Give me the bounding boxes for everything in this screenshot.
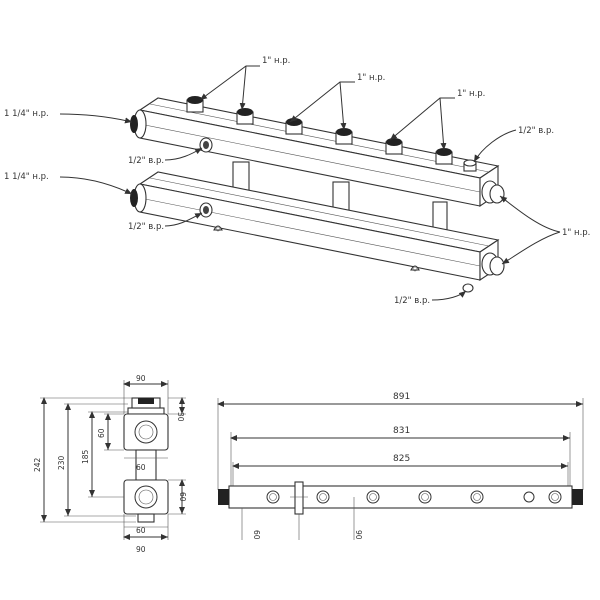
front-length-831: 831 bbox=[393, 426, 410, 436]
callout-nipple-b: 1" н.р. bbox=[357, 73, 385, 83]
nipple-4 bbox=[335, 128, 353, 145]
callout-outlet-right: 1" н.р. bbox=[562, 228, 590, 238]
callout-port-bottom-right: 1/2" в.р. bbox=[394, 296, 430, 306]
nipple-1 bbox=[186, 96, 204, 113]
upper-collector bbox=[130, 97, 505, 208]
side-view: 90 90 30 242 230 185 60 60 60 60 bbox=[33, 374, 187, 554]
inlet-top-left-thread-icon bbox=[130, 115, 138, 133]
front-offset-bracket: 90 bbox=[354, 530, 363, 540]
nipple-5 bbox=[385, 138, 403, 155]
port-half-bottom-right-icon bbox=[462, 283, 474, 293]
top-nipples bbox=[186, 96, 477, 172]
side-height-185: 185 bbox=[81, 449, 90, 464]
side-port-mid: 60 bbox=[136, 463, 146, 472]
lower-collector bbox=[130, 171, 505, 293]
side-height-total: 242 bbox=[33, 457, 42, 472]
front-length-825: 825 bbox=[393, 454, 410, 464]
front-length-891: 891 bbox=[393, 392, 410, 402]
callout-inlet-top: 1 1/4" н.р. bbox=[4, 109, 49, 119]
front-view: 891 831 825 60 90 bbox=[217, 392, 584, 540]
leader-lines bbox=[59, 65, 561, 301]
port-half-top-right bbox=[463, 159, 477, 172]
side-port-bottom: 60 bbox=[136, 526, 146, 535]
side-width-top: 90 bbox=[136, 374, 146, 383]
callout-inlet-bottom: 1 1/4" н.р. bbox=[4, 172, 49, 182]
side-height-230: 230 bbox=[57, 455, 66, 470]
isometric-manifold: 1" н.р. 1" н.р. 1" н.р. 1 1/4" н.р. 1 1/… bbox=[4, 56, 590, 306]
side-width-bottom: 90 bbox=[136, 545, 146, 554]
callout-nipple-a: 1" н.р. bbox=[262, 56, 290, 66]
front-offset-left: 60 bbox=[252, 530, 261, 540]
side-port-top: 60 bbox=[97, 428, 106, 438]
callout-port-top-left: 1/2" в.р. bbox=[128, 156, 164, 166]
callout-nipple-c: 1" н.р. bbox=[457, 89, 485, 99]
nipple-6 bbox=[435, 148, 453, 165]
callout-port-bottom-left: 1/2" в.р. bbox=[128, 222, 164, 232]
side-port-lower: 60 bbox=[178, 492, 187, 502]
side-top-offset: 30 bbox=[176, 412, 185, 422]
nipple-3 bbox=[285, 118, 303, 135]
callout-port-top-right: 1/2" в.р. bbox=[518, 126, 554, 136]
nipple-2 bbox=[236, 108, 254, 125]
